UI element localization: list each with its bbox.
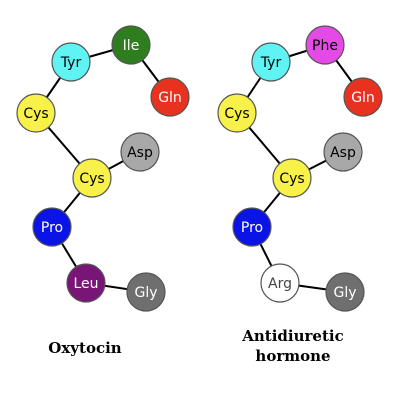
antidiuretic-residue-phe: Phe: [305, 25, 345, 65]
antidiuretic-residue-gly: Gly: [325, 272, 365, 312]
residue-circle: [325, 272, 365, 312]
residue-circle: [120, 132, 160, 172]
residue-circle: [343, 77, 383, 117]
residue-circle: [126, 272, 166, 312]
residue-label: Asp: [330, 145, 356, 161]
oxytocin-residue-asp: Asp: [120, 132, 160, 172]
residue-label: Cys: [79, 171, 104, 187]
antidiuretic-residue-arg: Arg: [260, 263, 300, 303]
residue-circle: [32, 207, 72, 247]
residue-label: Gln: [158, 90, 182, 106]
antidiuretic-residue-asp: Asp: [323, 132, 363, 172]
residue-label: Cys: [23, 106, 48, 122]
residue-circle: [72, 158, 112, 198]
residue-circle: [323, 132, 363, 172]
residue-label: Asp: [127, 145, 153, 161]
residue-label: Cys: [279, 171, 304, 187]
residue-label: Tyr: [260, 55, 282, 71]
oxytocin-residue-tyr: Tyr: [51, 42, 91, 82]
residue-label: Pro: [241, 220, 263, 236]
residue-circle: [111, 25, 151, 65]
residue-circle: [232, 207, 272, 247]
oxytocin-residue-cys: Cys: [72, 158, 112, 198]
amino-acid-residues: TyrIleCysGlnAspCysProLeuGlyTyrPheCysGlnA…: [16, 25, 383, 312]
oxytocin-residue-gly: Gly: [126, 272, 166, 312]
residue-circle: [251, 42, 291, 82]
antidiuretic-residue-gln: Gln: [343, 77, 383, 117]
residue-circle: [150, 77, 190, 117]
residue-label: Ile: [123, 38, 140, 54]
residue-label: Gly: [134, 285, 157, 301]
residue-label: Gly: [333, 285, 356, 301]
caption-line: Oxytocin: [48, 339, 122, 357]
residue-label: Pro: [41, 220, 63, 236]
antidiuretic-hormone-caption: Antidiuretic hormone: [218, 326, 368, 366]
residue-circle: [51, 42, 91, 82]
oxytocin-residue-ile: Ile: [111, 25, 151, 65]
oxytocin-residue-gln: Gln: [150, 77, 190, 117]
caption-line: hormone: [255, 347, 331, 365]
antidiuretic-residue-pro: Pro: [232, 207, 272, 247]
residue-circle: [217, 93, 257, 133]
residue-label: Tyr: [60, 55, 82, 71]
residue-label: Arg: [268, 276, 292, 292]
antidiuretic-residue-cys: Cys: [217, 93, 257, 133]
oxytocin-residue-pro: Pro: [32, 207, 72, 247]
residue-label: Gln: [351, 90, 375, 106]
residue-label: Cys: [224, 106, 249, 122]
residue-circle: [66, 263, 106, 303]
residue-label: Leu: [73, 276, 98, 292]
residue-circle: [16, 93, 56, 133]
residue-circle: [305, 25, 345, 65]
oxytocin-residue-leu: Leu: [66, 263, 106, 303]
residue-label: Phe: [312, 38, 338, 54]
residue-circle: [260, 263, 300, 303]
antidiuretic-residue-tyr: Tyr: [251, 42, 291, 82]
oxytocin-caption: Oxytocin: [20, 338, 150, 358]
caption-line: Antidiuretic: [242, 327, 344, 345]
oxytocin-residue-cys: Cys: [16, 93, 56, 133]
antidiuretic-residue-cys: Cys: [272, 158, 312, 198]
residue-circle: [272, 158, 312, 198]
